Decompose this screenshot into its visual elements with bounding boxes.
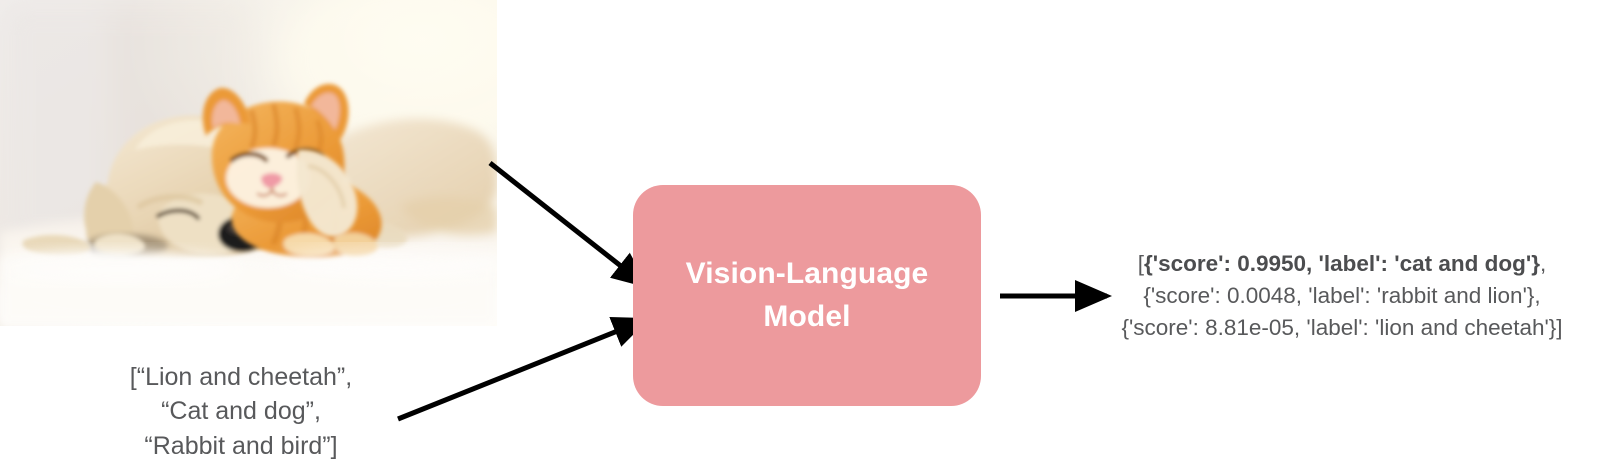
arrow-image-to-model [488, 161, 649, 289]
output-line-1-top-prediction: {'score': 0.9950, 'label': 'cat and dog'… [1144, 251, 1540, 276]
output-line-2: {'score': 0.0048, 'label': 'rabbit and l… [1143, 283, 1541, 309]
vision-language-model-box[interactable]: Vision-Language Model [633, 185, 981, 406]
puppy-and-kitten-illustration [0, 0, 497, 326]
output-line-1-suffix: , [1540, 251, 1547, 276]
model-label: Vision-Language Model [685, 256, 929, 333]
output-line-3: {'score': 8.81e-05, 'label': 'lion and c… [1121, 315, 1563, 341]
arrow-prompt-to-model [397, 317, 650, 422]
prompt-label-list: [“Lion and cheetah”, “Cat and dog”, “Rab… [129, 363, 353, 460]
model-output: [{'score': 0.9950, 'label': 'cat and dog… [1086, 248, 1598, 345]
output-line-1: [{'score': 0.9950, 'label': 'cat and dog… [1086, 248, 1598, 280]
input-image [0, 0, 497, 326]
output-line-1-prefix: [ [1137, 251, 1144, 276]
